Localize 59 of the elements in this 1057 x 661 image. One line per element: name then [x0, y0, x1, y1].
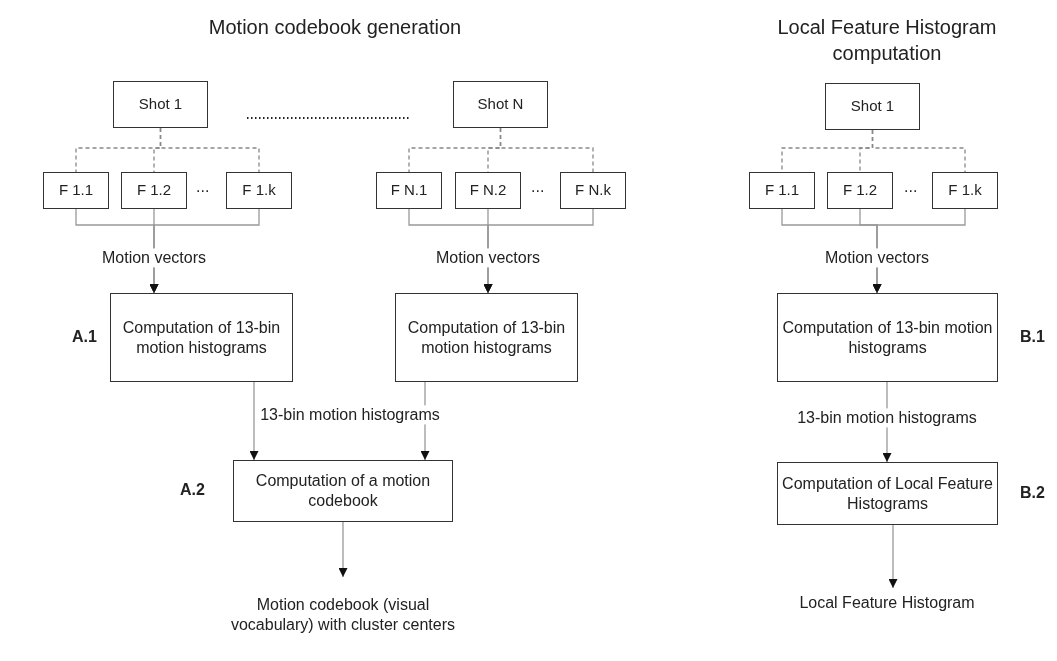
- ellipsis-text: ...: [531, 178, 545, 196]
- arrow: [149, 208, 260, 294]
- box-label: F N.k: [575, 181, 611, 200]
- process-box: [560, 172, 626, 209]
- box-label: Computation of 13-bin motion histograms: [781, 317, 994, 358]
- process-box: [777, 293, 998, 382]
- process-box: [376, 172, 442, 209]
- step-label: B.2: [1020, 483, 1045, 502]
- box-label: F 1.2: [842, 181, 878, 200]
- edge-label: 13-bin motion histograms: [795, 408, 979, 428]
- arrow: [483, 208, 594, 294]
- box-label: F N.1: [390, 181, 428, 200]
- box-label: F N.2: [469, 181, 507, 200]
- edge-label: Motion vectors: [434, 248, 542, 268]
- box-label: F 1.k: [948, 181, 982, 200]
- process-box: [749, 172, 815, 209]
- process-box: [777, 462, 998, 525]
- edge-label: 13-bin motion histograms: [258, 405, 442, 425]
- box-label: Shot 1: [850, 97, 895, 116]
- process-box: [226, 172, 292, 209]
- output-text: Local Feature Histogram: [799, 593, 975, 613]
- connector-line: [499, 127, 594, 173]
- step-label: A.2: [180, 481, 205, 499]
- box-label: F 1.1: [764, 181, 800, 200]
- step-label: A.1: [72, 327, 97, 346]
- box-label: Computation of 13-bin motion histograms: [406, 317, 567, 358]
- box-label: Computation of 13-bin motion histograms: [121, 317, 282, 358]
- ellipsis-text: ...: [196, 178, 210, 196]
- process-box: [453, 81, 548, 128]
- process-box: [43, 172, 109, 209]
- box-label: F 1.2: [136, 181, 172, 200]
- box-label: Computation of a motion codebook: [254, 471, 432, 511]
- process-box: [113, 81, 208, 128]
- process-box: [233, 460, 453, 522]
- process-box: [110, 293, 293, 382]
- edge-label: Motion vectors: [823, 248, 931, 268]
- ellipsis-text: ...: [904, 178, 918, 196]
- box-label: F 1.k: [242, 181, 276, 200]
- arrow: [888, 524, 898, 589]
- arrow: [249, 381, 259, 461]
- process-box: [827, 172, 893, 209]
- arrow: [338, 521, 348, 578]
- process-box: [455, 172, 521, 209]
- step-label: B.1: [1020, 327, 1045, 346]
- output-text: Motion codebook (visual vocabulary) with cluster centers: [229, 595, 457, 635]
- box-label: Shot 1: [138, 95, 183, 114]
- section-heading: Local Feature Histogram computation: [776, 15, 998, 66]
- box-label: Shot N: [477, 95, 524, 114]
- connector-line: [159, 127, 260, 173]
- section-heading: Motion codebook generation: [207, 15, 463, 40]
- process-box: [825, 83, 920, 130]
- process-box: [932, 172, 998, 209]
- edge-label: Motion vectors: [100, 248, 208, 268]
- box-label: F 1.1: [58, 181, 94, 200]
- connector-line: [871, 129, 966, 173]
- box-label: Computation of Local Feature Histograms: [781, 473, 994, 514]
- arrow: [872, 208, 966, 294]
- process-box: [395, 293, 578, 382]
- process-box: [121, 172, 187, 209]
